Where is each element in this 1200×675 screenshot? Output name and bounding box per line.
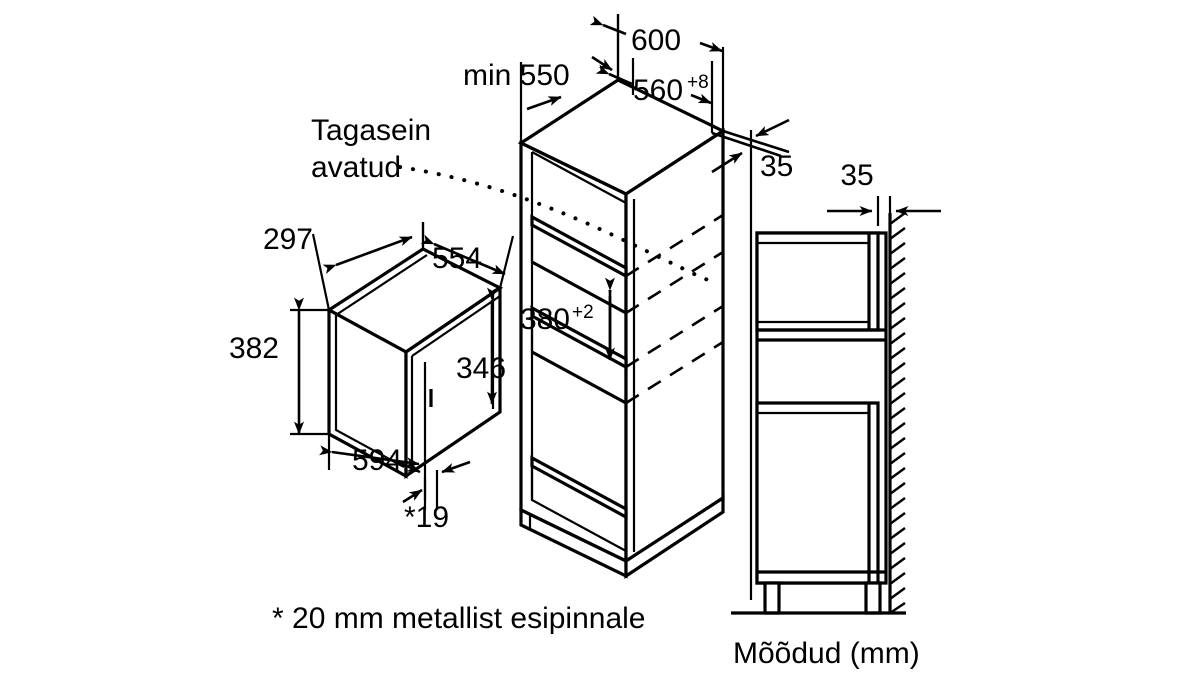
side-top-compartment <box>755 231 880 332</box>
cabinet-right-face <box>624 128 725 564</box>
hidden-depth-mid-1 <box>625 304 724 369</box>
dim-min-550-label: min 550 <box>463 59 570 92</box>
wall-hatching <box>889 212 906 614</box>
dim-380: 380 +2 <box>520 277 615 361</box>
dim-382-label: 382 <box>229 332 279 365</box>
dim-560-label: 560 <box>633 74 683 107</box>
hidden-depth-mid-2 <box>625 340 724 405</box>
open-back-wall-leader <box>398 165 718 285</box>
dim-19-label: *19 <box>404 501 449 534</box>
dim-554-label: 554 <box>432 242 482 275</box>
footnote-metal-front: * 20 mm metallist esipinnale <box>272 602 646 635</box>
dim-380-tolerance: +2 <box>572 302 594 323</box>
cabinet-bottom-board <box>530 455 628 520</box>
dim-382: 382 <box>229 297 329 436</box>
cabinet-niche-isometric: Tagasein avatud min 550 600 <box>311 14 793 579</box>
side-leg-left <box>763 581 781 615</box>
callout-line-1: Tagasein <box>311 114 431 147</box>
oven-side-face <box>404 284 502 480</box>
dim-594: 594 <box>319 434 427 500</box>
callout-line-2: avatud <box>311 151 401 184</box>
callout-tagasein-avatud: Tagasein avatud <box>311 114 431 184</box>
dim-35-wall-label: 35 <box>840 159 873 192</box>
dim-346: 346 <box>456 287 506 405</box>
microwave-oven-isometric: 297 554 382 346 <box>229 222 515 534</box>
cabinet-side-elevation: 35 <box>731 130 941 615</box>
units-caption: Mõõdud (mm) <box>733 637 920 670</box>
dim-380-label: 380 <box>520 303 570 336</box>
cabinet-inner-top-line <box>531 151 627 204</box>
side-leg-right <box>864 581 882 615</box>
oven-top-rear-line <box>411 295 501 357</box>
dim-554: 554 <box>420 222 515 289</box>
dim-19: *19 <box>397 460 471 534</box>
dim-346-label: 346 <box>456 352 506 385</box>
shelf-mid-board <box>530 305 628 370</box>
dim-35-niche: 35 <box>711 118 793 183</box>
hidden-depth-top-2 <box>625 250 724 315</box>
shelf-mid-lower-line <box>531 350 627 405</box>
dim-594-label: 594 <box>352 444 402 477</box>
shelf-top-board <box>530 214 628 279</box>
dim-600-label: 600 <box>631 24 681 57</box>
dim-35-wall: 35 <box>827 159 941 226</box>
dim-297: 297 <box>263 222 425 311</box>
dim-35-niche-label: 35 <box>760 150 793 183</box>
dim-297-label: 297 <box>263 223 313 256</box>
hidden-depth-top-1 <box>625 213 724 278</box>
cabinet-bottom-thickness <box>530 466 628 553</box>
cabinet-plinth-side <box>624 495 725 579</box>
dim-600: 600 <box>589 14 725 131</box>
side-lower-compartment <box>755 401 880 585</box>
dim-560: 560 +8 <box>595 58 714 133</box>
dim-560-tolerance: +8 <box>687 72 709 93</box>
